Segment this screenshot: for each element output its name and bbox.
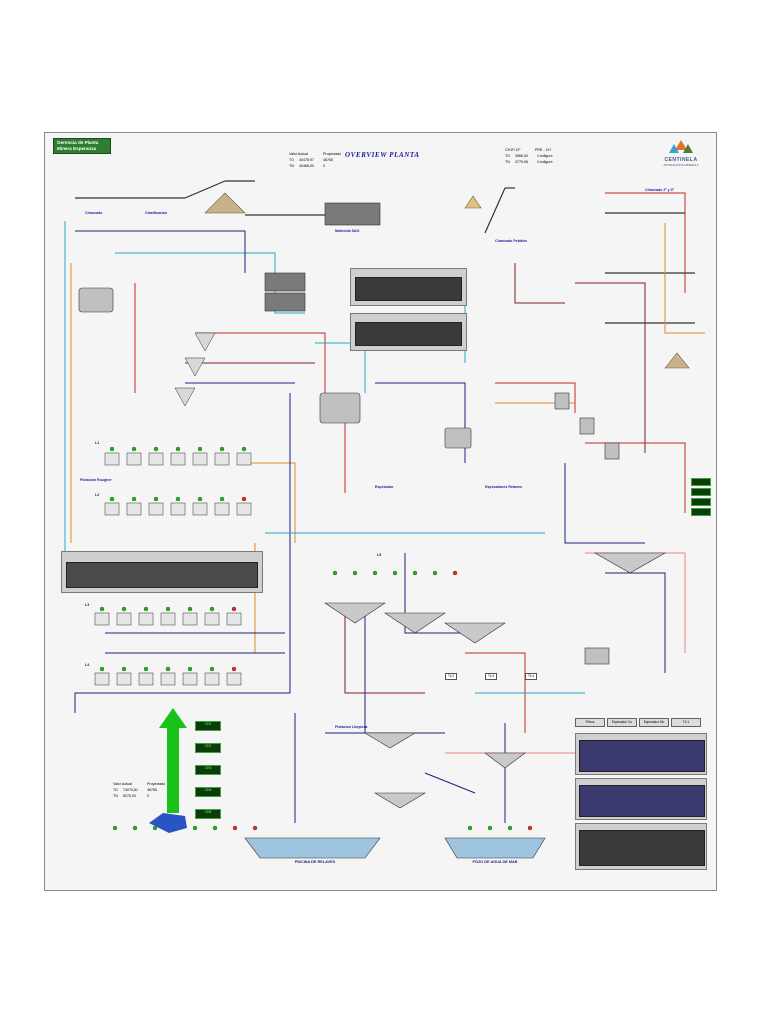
trend-panel-1 <box>350 268 467 306</box>
status-code-3[interactable]: CH3 <box>195 765 221 775</box>
tab-espesador-2[interactable]: Tk 3 <box>485 673 498 680</box>
management-line-1: Gerencia de Planta <box>57 140 99 145</box>
label-l4: L4 <box>85 663 90 667</box>
summary-bottom-col1: Valor Actual <box>113 782 132 786</box>
summary-mid-col2: Proyectado <box>323 152 342 156</box>
summary-bottom-row1-actual: 74075,81 <box>123 788 138 792</box>
tab-espesador-3[interactable]: Tk 4 <box>525 673 538 680</box>
summary-right-row3-state: Configure <box>537 160 553 164</box>
label-flotacion-rougher: Flotacion Rougher <box>80 478 112 482</box>
nav-espesador-mo-button[interactable]: Espesador Mo <box>639 718 669 727</box>
summary-mid-row1-actual: 40478,97 <box>299 158 314 162</box>
label-chancado: Chancado <box>85 211 103 215</box>
status-code-2[interactable]: CH2 <box>195 743 221 753</box>
readout-1 <box>691 478 711 486</box>
summary-right-row2-value: 3966,00 <box>515 154 528 158</box>
trend-plot-6 <box>579 830 705 866</box>
summary-mid-col1: Valor Actual <box>289 152 308 156</box>
piscina-relaves-label: PISCINA DE RELAVES <box>294 860 336 864</box>
summary-right-row2-state: Configure <box>537 154 553 158</box>
pozo-agua-label: POZO DE AGUA DE MAR <box>472 860 518 864</box>
process-flow-diagram <box>64 180 705 859</box>
summary-right-row2-tag: TO <box>505 154 510 158</box>
status-legend: CH1 CH2 CH3 CH4 CH5 <box>195 721 225 831</box>
summary-mid-row2-projected: 0 <box>323 164 325 168</box>
summary-bottom-row2-projected: 0 <box>147 794 149 798</box>
readout-2 <box>691 488 711 496</box>
label-clasificacion: Clasificacion <box>145 211 168 215</box>
label-molienda-sag: Molienda SAG <box>335 229 360 233</box>
summary-mid-row2-actual: 40468,00 <box>299 164 314 168</box>
trend-panel-5 <box>575 778 707 820</box>
label-chancado-2-3: Chancado 2º y 3º <box>645 188 674 192</box>
summary-mid-row2-tag: TN <box>289 164 294 168</box>
trend-panel-3 <box>61 551 263 593</box>
summary-mid: Valor Actual Proyectado TO 40478,97 4676… <box>289 152 359 173</box>
management-line-2: Minera Esperanza <box>57 146 97 151</box>
label-l5: L5 <box>377 553 382 557</box>
summary-bottom-col2: Proyectado <box>147 782 166 786</box>
status-code-5[interactable]: CH5 <box>195 809 221 819</box>
label-espesador: Espesador <box>375 485 394 489</box>
nav-tk1-button[interactable]: Tk 1 <box>671 718 701 727</box>
summary-bottom-row1-tag: TO <box>113 788 118 792</box>
readout-3 <box>691 498 711 506</box>
centinela-logo-icon <box>669 140 693 153</box>
label-chancado-pebbles: Chancado Pebbles <box>495 239 528 243</box>
trend-panel-6 <box>575 823 707 870</box>
summary-bottom-row2-actual: 8075,00 <box>123 794 136 798</box>
summary-right-row1-tag: CH1P-CF <box>505 148 521 152</box>
trend-plot-1 <box>355 277 462 301</box>
logo-name: CENTINELA <box>664 157 698 163</box>
trend-plot-3 <box>66 562 258 588</box>
summary-mid-row1-projected: 46765 <box>323 158 333 162</box>
trend-plot-2 <box>355 322 462 346</box>
label-flotacion-limpieza: Flotacion Limpieza <box>335 725 368 729</box>
label-l3: L3 <box>85 603 90 607</box>
trend-plot-4 <box>579 740 705 772</box>
trend-panel-4 <box>575 733 707 775</box>
company-logo: CENTINELA ANTOFAGASTA MINERALS <box>651 139 711 179</box>
label-l2: L2 <box>95 493 100 497</box>
readout-4 <box>691 508 711 516</box>
tab-espesador-1[interactable]: Tk 2 <box>445 673 458 680</box>
summary-mid-row1-tag: TO <box>289 158 294 162</box>
nav-filtros-button[interactable]: Filtros <box>575 718 605 727</box>
management-badge: Gerencia de Planta Minera Esperanza <box>53 138 111 154</box>
nav-espesador-cu-button[interactable]: Espesador Cu <box>607 718 637 727</box>
summary-right-row1-value: PRE - CH <box>535 148 551 152</box>
summary-bottom: Valor Actual Proyectado TO 74075,81 4676… <box>113 782 183 803</box>
label-espesadores-relaves: Espesadores Relaves <box>485 485 522 489</box>
summary-right: CH1P-CF PRE - CH TO 3966,00 Configure TN… <box>505 148 565 171</box>
summary-right-row3-value: 3775,96 <box>515 160 528 164</box>
scada-overview-frame: Gerencia de Planta Minera Esperanza OVER… <box>44 132 717 891</box>
summary-right-row3-tag: TN <box>505 160 510 164</box>
logo-subtitle: ANTOFAGASTA MINERALS <box>663 163 699 167</box>
summary-bottom-row2-tag: TN <box>113 794 118 798</box>
page-title: OVERVIEW PLANTA <box>345 151 420 159</box>
summary-bottom-row1-projected: 46765 <box>147 788 157 792</box>
status-code-4[interactable]: CH4 <box>195 787 221 797</box>
trend-plot-5 <box>579 785 705 817</box>
status-code-1[interactable]: CH1 <box>195 721 221 731</box>
trend-panel-2 <box>350 313 467 351</box>
label-l1: L1 <box>95 441 100 445</box>
